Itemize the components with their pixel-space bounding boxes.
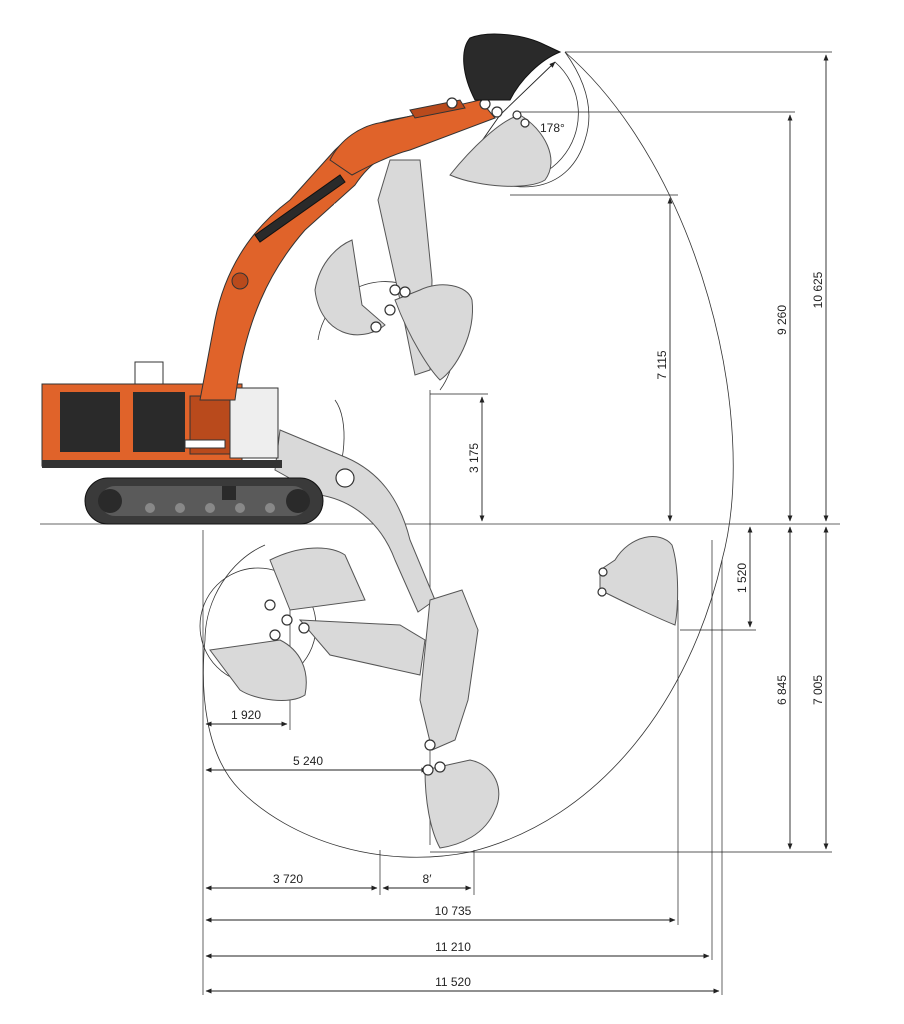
dim-dump-height: 9 260 — [775, 305, 789, 335]
ghost-bucket-mid-right — [597, 536, 679, 626]
dim-depth-7005: 7 005 — [811, 675, 825, 705]
horizontal-dimensions: 1 920 5 240 3 720 8′ 10 735 11 210 11 52… — [205, 708, 720, 994]
angle-label: 178° — [540, 121, 565, 135]
dim-reach-11210: 11 210 — [435, 940, 471, 954]
dim-depth-6845: 6 845 — [775, 675, 789, 705]
dim-width-8ft: 8′ — [423, 872, 433, 886]
bucket-top — [463, 33, 562, 101]
ghost-arm-deep — [419, 589, 500, 849]
ghost-arm-upper — [314, 159, 473, 381]
arm — [329, 97, 503, 176]
upper-structure — [41, 361, 282, 468]
dim-reach-11520: 11 520 — [435, 975, 471, 989]
dim-reach-1920: 1 920 — [231, 708, 261, 722]
dim-reach-10735: 10 735 — [435, 904, 472, 918]
ghost-arm-left-reach — [209, 547, 426, 701]
crawler-track — [84, 477, 324, 525]
dim-reach-5240: 5 240 — [293, 754, 323, 768]
vertical-dimensions: 10 625 9 260 7 115 3 175 1 520 6 845 7 0… — [467, 54, 829, 850]
extension-lines — [202, 51, 832, 995]
dim-height-7115: 7 115 — [655, 350, 669, 379]
excavator-machine: DEVELON — [41, 33, 562, 525]
ghost-boom-low — [274, 429, 436, 613]
dim-height-3175: 3 175 — [467, 443, 481, 473]
dim-depth-1520: 1 520 — [735, 563, 749, 593]
dim-reach-3720: 3 720 — [273, 872, 303, 886]
ghost-bucket-top-right — [449, 110, 552, 187]
dim-max-height: 10 625 — [811, 271, 825, 308]
